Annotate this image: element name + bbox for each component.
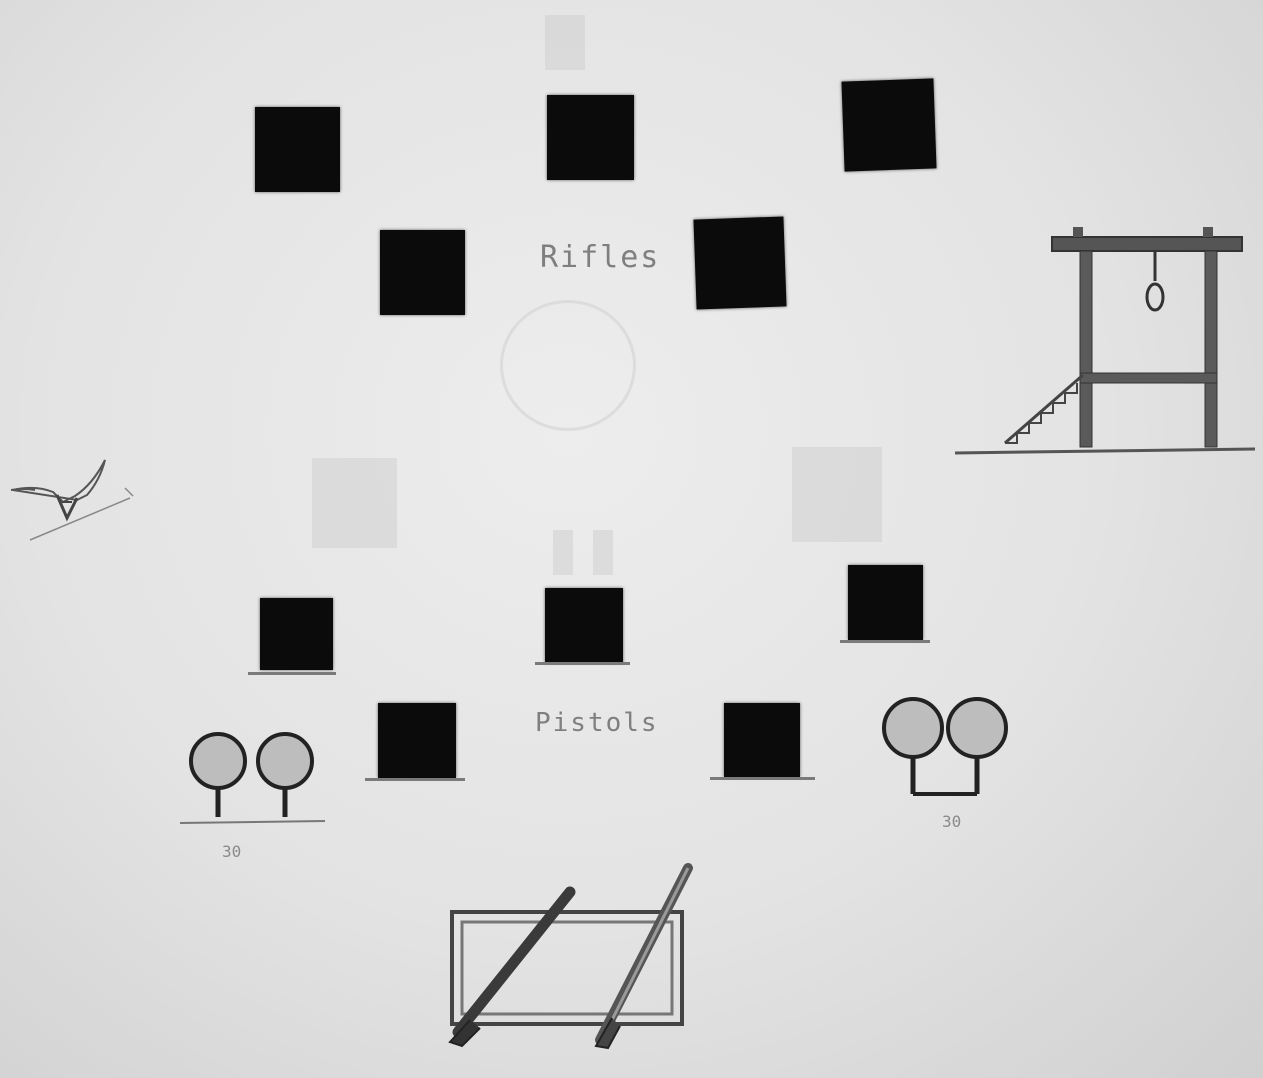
ghost-circle <box>500 300 636 431</box>
ghost-square-right <box>792 447 882 542</box>
steel-target-right-label: 30 <box>942 812 961 831</box>
pistol-target-5 <box>724 703 800 777</box>
pistol-target-2-base <box>535 662 630 665</box>
ghost-square-top <box>545 15 585 70</box>
ghost-bar-center-2 <box>593 530 613 575</box>
pistols-label: Pistols <box>535 708 659 738</box>
pistol-target-3 <box>848 565 923 640</box>
rifle-target-4 <box>380 230 465 315</box>
rifle-target-1 <box>255 107 340 192</box>
steel-target-icon-right <box>875 690 1025 810</box>
gallows-icon <box>955 225 1255 465</box>
rifle-target-2 <box>547 95 634 180</box>
rifle-target-3 <box>841 78 936 171</box>
pistol-target-1 <box>260 598 333 670</box>
pistol-target-5-base <box>710 777 815 780</box>
ghost-square-left <box>312 458 397 548</box>
ghost-bar-center-1 <box>553 530 573 575</box>
pistol-target-3-base <box>840 640 930 643</box>
pistol-target-2 <box>545 588 623 663</box>
gun-rack-icon <box>440 860 700 1060</box>
steel-target-icon-left <box>180 725 330 835</box>
pistol-target-4-base <box>365 778 465 781</box>
steel-target-left-label: 30 <box>222 842 241 861</box>
rifles-label: Rifles <box>540 240 660 275</box>
rifle-target-5 <box>693 216 786 309</box>
longhorn-skull-icon <box>5 440 145 550</box>
pistol-target-4 <box>378 703 456 778</box>
pistol-target-1-base <box>248 672 336 675</box>
